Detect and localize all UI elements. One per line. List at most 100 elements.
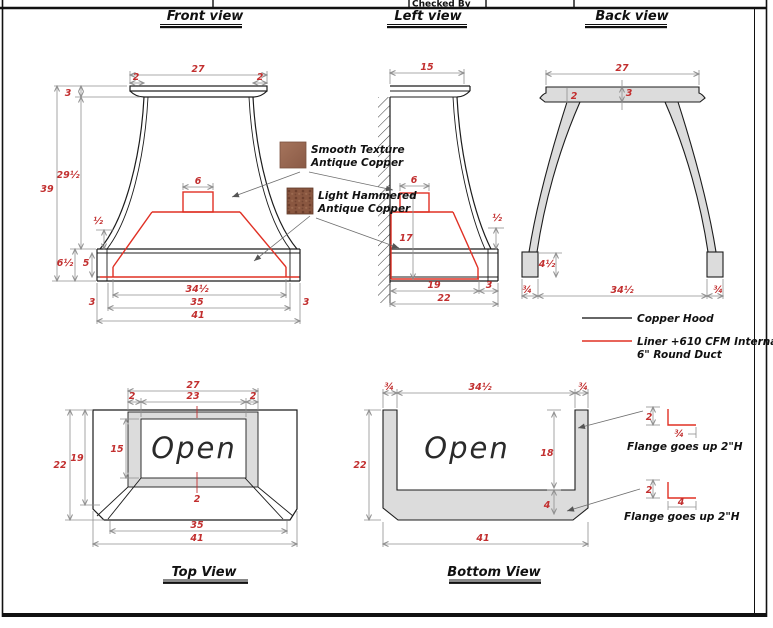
dim-front-total-width: 41 bbox=[190, 310, 204, 321]
bottom-view: Open ¾ 34½ ¾ 22 18 4 41 Bottom View bbox=[353, 382, 644, 584]
dim-top-opening-depth: 15 bbox=[110, 444, 124, 455]
dim-top-crown-width: 27 bbox=[186, 380, 200, 391]
title-underline-bar bbox=[163, 581, 248, 584]
dim-front-liner-width: 34½ bbox=[185, 284, 208, 295]
smooth-texture-label-2: Antique Copper bbox=[310, 157, 404, 169]
checked-by-label: Checked By bbox=[412, 0, 471, 10]
dim-bottom-opening-depth: 18 bbox=[540, 448, 554, 459]
front-dimensions: 27 2 2 3 29½ 39 ½ 6½ 5 6 bbox=[40, 64, 310, 324]
hammered-texture-label-1: Light Hammered bbox=[318, 190, 417, 202]
smooth-texture-label-1: Smooth Texture bbox=[311, 144, 405, 156]
title-underline-bar bbox=[387, 26, 467, 29]
flange-detail-2: 2 4 Flange goes up 2"H bbox=[624, 480, 740, 523]
dim-front-band-height: 6½ bbox=[57, 258, 74, 269]
title-underline-bar bbox=[585, 26, 667, 29]
dim-top-front-width: 35 bbox=[190, 520, 204, 531]
hammered-texture-label-2: Antique Copper bbox=[317, 203, 411, 215]
dim-front-band-inner-height: 5 bbox=[83, 258, 90, 269]
title-underline-bar bbox=[160, 26, 242, 29]
dim-front-offset-right: 3 bbox=[303, 297, 310, 308]
dim-left-duct-depth: 6 bbox=[411, 175, 418, 186]
flange2-note: Flange goes up 2"H bbox=[624, 511, 740, 523]
bottom-dimensions: ¾ 34½ ¾ 22 18 4 41 bbox=[353, 382, 588, 547]
dim-back-inner-width: 34½ bbox=[610, 285, 633, 296]
smooth-copper-swatch bbox=[279, 141, 307, 169]
back-view-title: Back view bbox=[595, 9, 669, 24]
legend-liner-label: Liner +610 CFM Internal Motor bbox=[637, 336, 773, 348]
dim-bottom-total-depth: 22 bbox=[353, 460, 367, 471]
dim-front-reveal: ½ bbox=[93, 216, 103, 227]
dim-left-top-depth: 15 bbox=[420, 62, 434, 73]
top-dimensions: 27 23 2 2 15 19 22 2 35 41 bbox=[53, 380, 297, 547]
flange-detail-1: 2 ¾ Flange goes up 2"H bbox=[627, 407, 743, 453]
dim-flange2-width: 4 bbox=[677, 497, 685, 508]
dim-bottom-total-width: 41 bbox=[475, 533, 489, 544]
dim-top-edge-left: 2 bbox=[129, 391, 136, 402]
flange-leader-1 bbox=[577, 410, 644, 429]
dim-flange2-height: 2 bbox=[646, 485, 653, 496]
dim-flange1-height: 2 bbox=[646, 412, 653, 423]
back-dimensions: 27 2 3 4½ ¾ 34½ ¾ bbox=[522, 63, 723, 299]
hammered-copper-swatch bbox=[286, 187, 314, 215]
dim-left-reveal: ½ bbox=[492, 213, 502, 224]
legend-hood-label: Copper Hood bbox=[637, 313, 714, 325]
dim-front-total-height: 39 bbox=[40, 184, 54, 195]
dim-top-rim: 2 bbox=[194, 494, 201, 505]
legend: Copper Hood Liner +610 CFM Internal Moto… bbox=[582, 313, 773, 361]
left-view-title: Left view bbox=[394, 9, 462, 24]
dim-top-opening-width: 23 bbox=[186, 391, 200, 402]
dim-top-total-width: 41 bbox=[189, 533, 203, 544]
dim-bottom-wall-left: ¾ bbox=[384, 382, 394, 393]
flange1-note: Flange goes up 2"H bbox=[627, 441, 743, 453]
top-view-title: Top View bbox=[171, 565, 237, 580]
front-view: Front view bbox=[40, 9, 310, 324]
dim-back-edge: 2 bbox=[571, 91, 578, 102]
front-hood-outline bbox=[96, 85, 301, 282]
dim-back-top-width: 27 bbox=[615, 63, 629, 74]
bottom-view-open-label: Open bbox=[424, 431, 509, 465]
dim-left-total-depth: 22 bbox=[437, 293, 451, 304]
flange2-profile bbox=[667, 482, 696, 499]
title-block-strip: Checked By bbox=[0, 0, 767, 10]
bottom-view-outline bbox=[382, 409, 589, 521]
dim-left-offset: 3 bbox=[486, 280, 493, 291]
dim-back-crown-height: 3 bbox=[626, 88, 633, 99]
dim-front-duct-width: 6 bbox=[195, 176, 202, 187]
dim-back-foot-left: ¾ bbox=[522, 285, 532, 296]
left-wall-hatch bbox=[378, 97, 391, 303]
front-view-title: Front view bbox=[167, 9, 245, 24]
left-dimensions: 15 6 17 ½ 19 3 22 bbox=[390, 62, 504, 307]
dim-top-inner-depth: 19 bbox=[70, 453, 84, 464]
dim-bottom-opening-width: 34½ bbox=[468, 382, 491, 393]
dim-front-top-offset-left: 2 bbox=[133, 72, 140, 83]
title-underline-bar bbox=[449, 581, 541, 584]
front-liner-outline bbox=[100, 191, 299, 278]
back-view: Back view 27 2 3 4½ bbox=[522, 9, 723, 299]
top-view: Open 27 23 2 2 15 19 22 2 bbox=[53, 380, 297, 584]
dim-front-top-offset-right: 2 bbox=[257, 72, 264, 83]
material-leader-lines bbox=[231, 171, 400, 262]
flange-leader-2 bbox=[566, 488, 641, 512]
dim-flange1-width: ¾ bbox=[674, 429, 684, 440]
dim-top-edge-right: 2 bbox=[250, 391, 257, 402]
top-view-open-label: Open bbox=[151, 431, 236, 465]
dim-back-foot-height: 4½ bbox=[538, 259, 556, 270]
dim-left-inner-depth: 19 bbox=[427, 280, 441, 291]
dim-bottom-band: 4 bbox=[543, 500, 551, 511]
bottom-view-title: Bottom View bbox=[447, 565, 541, 580]
page-border bbox=[1, 0, 768, 617]
left-view: Left view bbox=[378, 9, 504, 307]
back-hood-section bbox=[521, 86, 724, 278]
dim-front-inner-width: 35 bbox=[190, 297, 204, 308]
dim-front-offset-left: 3 bbox=[89, 297, 96, 308]
flange1-profile bbox=[667, 409, 696, 426]
dim-bottom-wall-right: ¾ bbox=[578, 382, 588, 393]
dim-top-total-depth: 22 bbox=[53, 460, 67, 471]
dim-front-crown-height: 3 bbox=[65, 88, 72, 99]
dim-front-upper-height: 29½ bbox=[56, 170, 79, 181]
legend-liner-label-2: 6" Round Duct bbox=[637, 349, 723, 361]
dim-front-top-width: 27 bbox=[191, 64, 205, 75]
dim-left-liner-height: 17 bbox=[399, 233, 413, 244]
